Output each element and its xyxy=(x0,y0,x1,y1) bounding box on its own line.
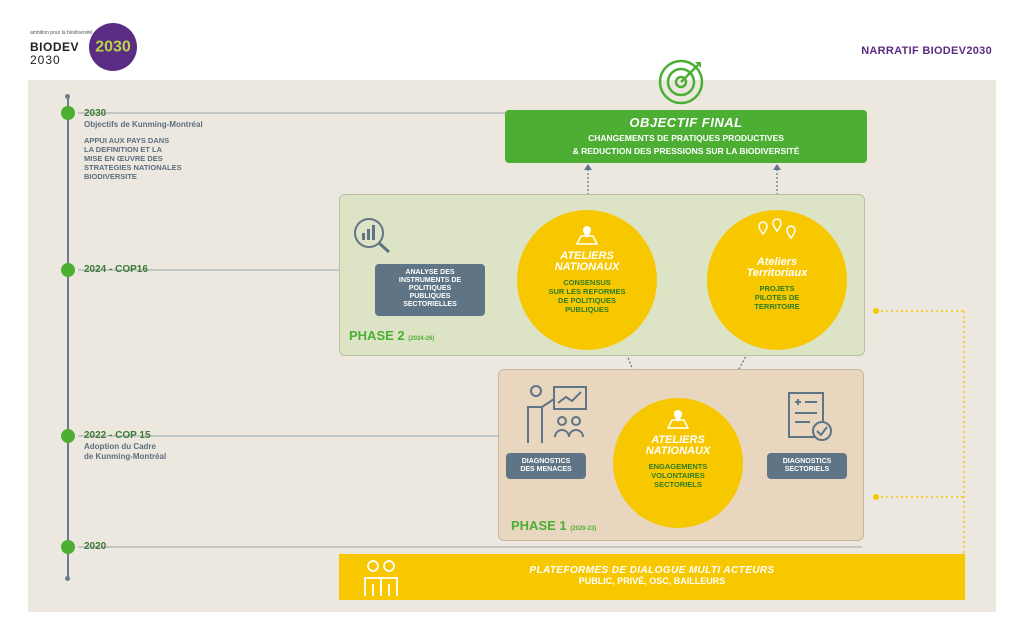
circle-text: CONSENSUS xyxy=(563,278,611,287)
circle-text: PILOTES DE xyxy=(754,293,800,302)
presenter-board-icon xyxy=(527,385,587,443)
box-line: SECTORIELS xyxy=(784,466,830,473)
logo-mark-text: 2030 xyxy=(95,39,131,56)
phase-dates: (2020-23) xyxy=(570,526,597,532)
timeline-year: 2022 - COP 15 xyxy=(84,430,151,441)
timeline-body-line: MISE EN ŒUVRE DES xyxy=(84,154,163,163)
target-icon xyxy=(658,59,704,105)
objective-line: & REDUCTION DES PRESSIONS SUR LA BIODIVE… xyxy=(572,146,800,156)
page-title: NARRATIF BIODEV2030 xyxy=(861,45,992,57)
timeline-year: 2024 - COP16 xyxy=(84,264,148,275)
box-line: DES MENACES xyxy=(520,466,572,473)
circle-text: PUBLIQUES xyxy=(565,305,609,314)
timeline-dot-2020 xyxy=(61,540,75,554)
timeline-subtitle: Adoption du Cadre xyxy=(84,442,156,451)
box-line: DIAGNOSTICS xyxy=(521,458,571,465)
phase-1-label: PHASE 1 (2020-23) xyxy=(511,518,596,533)
circle-ateliers-territoriaux: Ateliers Territoriaux PROJETS PILOTES DE… xyxy=(707,210,847,350)
logo-name: BIODEV xyxy=(30,40,80,54)
circle-text: SUR LES REFORMES xyxy=(548,287,626,296)
analysis-line: PUBLIQUES xyxy=(409,293,451,300)
circle-text: SECTORIELS xyxy=(654,480,702,489)
phase-label-text: PHASE 2 xyxy=(349,328,405,343)
timeline-line xyxy=(67,96,69,580)
circle-text: DE POLITIQUES xyxy=(558,296,616,305)
circle-text: PROJETS xyxy=(759,284,795,293)
timeline-body-line: STRATEGIES NATIONALES xyxy=(84,163,182,172)
phase-label-text: PHASE 1 xyxy=(511,518,567,533)
objective-line: CHANGEMENTS DE PRATIQUES PRODUCTIVES xyxy=(588,133,784,143)
platform-bar: PLATEFORMES DE DIALOGUE MULTI ACTEURS PU… xyxy=(339,554,965,600)
map-pin-icon xyxy=(575,226,599,245)
platform-title: PLATEFORMES DE DIALOGUE MULTI ACTEURS xyxy=(529,565,775,576)
circle-title: Territoriaux xyxy=(746,267,808,279)
analysis-line: INSTRUMENTS DE xyxy=(398,277,462,284)
timeline-entry-2030: 2030 Objectifs de Kunming-Montréal APPUI… xyxy=(84,108,314,181)
box-line: DIAGNOSTICS xyxy=(782,458,832,465)
circle-text: TERRITOIRE xyxy=(754,302,800,311)
checklist-icon xyxy=(788,392,832,441)
timeline-subtitle: de Kunming-Montréal xyxy=(84,452,167,461)
circle-title: ATELIERS xyxy=(560,250,614,262)
phase-2-label: PHASE 2 (2024-26) xyxy=(349,328,434,343)
timeline-year: 2020 xyxy=(84,541,107,552)
phase-dates: (2024-26) xyxy=(408,336,435,342)
timeline-body-line: LA DEFINITION ET LA xyxy=(84,145,163,154)
circle-text: ENGAGEMENTS xyxy=(648,462,708,471)
circle-ateliers-nationaux-phase1: ATELIERS NATIONAUX ENGAGEMENTS VOLONTAIR… xyxy=(613,398,743,528)
analysis-line: POLITIQUES xyxy=(408,285,452,292)
timeline-dot-2024 xyxy=(61,263,75,277)
objective-final-box: OBJECTIF FINAL CHANGEMENTS DE PRATIQUES … xyxy=(505,110,867,163)
map-pin-icon xyxy=(666,410,690,429)
circle-ateliers-nationaux-phase2: ATELIERS NATIONAUX CONSENSUS SUR LES REF… xyxy=(517,210,657,350)
biodev-logo-mark: 2030 xyxy=(89,23,137,71)
timeline-start-dot xyxy=(65,94,70,99)
timeline-end-dot xyxy=(65,576,70,581)
logo-tagline: ambition pour la biodiversité xyxy=(30,30,93,36)
analysis-line: ANALYSE DES xyxy=(405,269,455,276)
diagnostics-menaces-box: DIAGNOSTICS DES MENACES xyxy=(506,453,586,479)
timeline-dot-2022 xyxy=(61,429,75,443)
timeline-body-line: BIODIVERSITE xyxy=(84,172,137,181)
circle-title: ATELIERS xyxy=(651,434,705,446)
multi-pin-icon xyxy=(758,218,796,240)
analysis-box: ANALYSE DES INSTRUMENTS DE POLITIQUES PU… xyxy=(375,264,485,316)
circle-title: NATIONAUX xyxy=(645,445,711,457)
magnifier-chart-icon xyxy=(354,218,391,254)
timeline-entry-2022: 2022 - COP 15 Adoption du Cadre de Kunmi… xyxy=(84,430,284,462)
logo-year: 2030 xyxy=(30,53,61,67)
timeline-subtitle: Objectifs de Kunming-Montréal xyxy=(84,120,203,129)
analysis-line: SECTORIELLES xyxy=(403,301,457,308)
timeline-dot-2030 xyxy=(61,106,75,120)
diagnostics-sectoriels-box: DIAGNOSTICS SECTORIELS xyxy=(767,453,847,479)
platform-subtitle: PUBLIC, PRIVÉ, OSC, BAILLEURS xyxy=(578,576,726,586)
circle-text: VOLONTAIRES xyxy=(651,471,705,480)
timeline-body-line: APPUI AUX PAYS DANS xyxy=(84,136,170,145)
objective-title: OBJECTIF FINAL xyxy=(629,115,743,130)
circle-title: NATIONAUX xyxy=(554,261,620,273)
circle-title: Ateliers xyxy=(756,256,798,268)
people-icon xyxy=(364,560,398,596)
timeline-year: 2030 xyxy=(84,108,107,119)
